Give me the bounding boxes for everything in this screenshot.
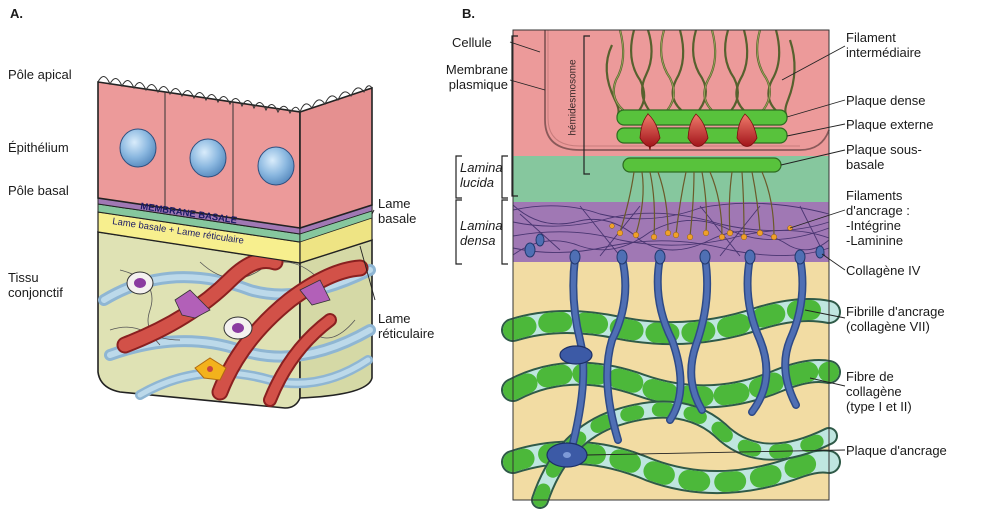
label-fibre-collagene: Fibre de collagène (type I et II): [846, 369, 912, 414]
panel-b-block: [455, 29, 846, 509]
laminine-dots: [609, 223, 793, 241]
membrane-plasmique-line: [544, 30, 830, 151]
collagene-iv-knobs: [524, 233, 825, 265]
plaque-spikes: [639, 112, 758, 151]
label-pole-basal: Pôle basal: [8, 183, 69, 198]
filaments-ancrage: [619, 171, 775, 237]
label-lamina-lucida: Lamina lucida: [460, 160, 503, 190]
label-membrane-plasmique: Membrane plasmique: [445, 62, 508, 92]
label-epithelium: Épithélium: [8, 140, 69, 155]
panel-b-letter: B.: [462, 6, 475, 21]
epithelium-side: [299, 86, 373, 230]
label-lame-reticulaire: Lame réticulaire: [378, 311, 435, 341]
label-pole-apical: Pôle apical: [8, 67, 72, 82]
label-filament-intermediaire: Filament intermédiaire: [846, 30, 922, 60]
connective-cells-a: [126, 271, 331, 381]
panel-b-left-leaders: [509, 41, 546, 91]
panel-b-brackets: [455, 35, 590, 265]
nucleus-3: [257, 146, 295, 186]
nucleus-1: [119, 128, 157, 168]
panel-b-frame: [512, 29, 830, 501]
label-plaque-dense: Plaque dense: [846, 93, 926, 108]
microvilli-a: [97, 76, 373, 115]
label-tissu-conjonctif: Tissu conjonctif: [8, 270, 63, 300]
blood-vessels-a: [116, 252, 369, 407]
label-cellule: Cellule: [452, 35, 492, 50]
label-hemidesmosome: hémidesmosome: [567, 59, 579, 136]
panel-a-leaders: [359, 209, 376, 301]
label-plaque-ancrage: Plaque d'ancrage: [846, 443, 947, 458]
label-fibrille-ancrage: Fibrille d'ancrage (collagène VII): [846, 304, 945, 334]
nucleus-2: [189, 138, 227, 178]
label-plaque-sous-basale: Plaque sous- basale: [846, 142, 922, 172]
cell-borders-a: [164, 92, 234, 218]
label-filaments-ancrage: Filaments d'ancrage : -Intégrine -Lamini…: [846, 188, 910, 248]
label-lamina-densa: Lamina densa: [460, 218, 503, 248]
label-plaque-externe: Plaque externe: [846, 117, 934, 132]
panel-a-block: MEMBRANE BASALE Lame basale + Lame rétic…: [97, 76, 376, 409]
hemidesmosome-label-box: hémidesmosome: [566, 40, 580, 160]
label-collagene-iv: Collagène IV: [846, 263, 921, 278]
panel-b-right-leaders: [586, 45, 846, 456]
panel-a-letter: A.: [10, 6, 23, 21]
label-lame-basale: Lame basale: [378, 196, 417, 226]
fibrilles-ancrage: [566, 254, 807, 459]
